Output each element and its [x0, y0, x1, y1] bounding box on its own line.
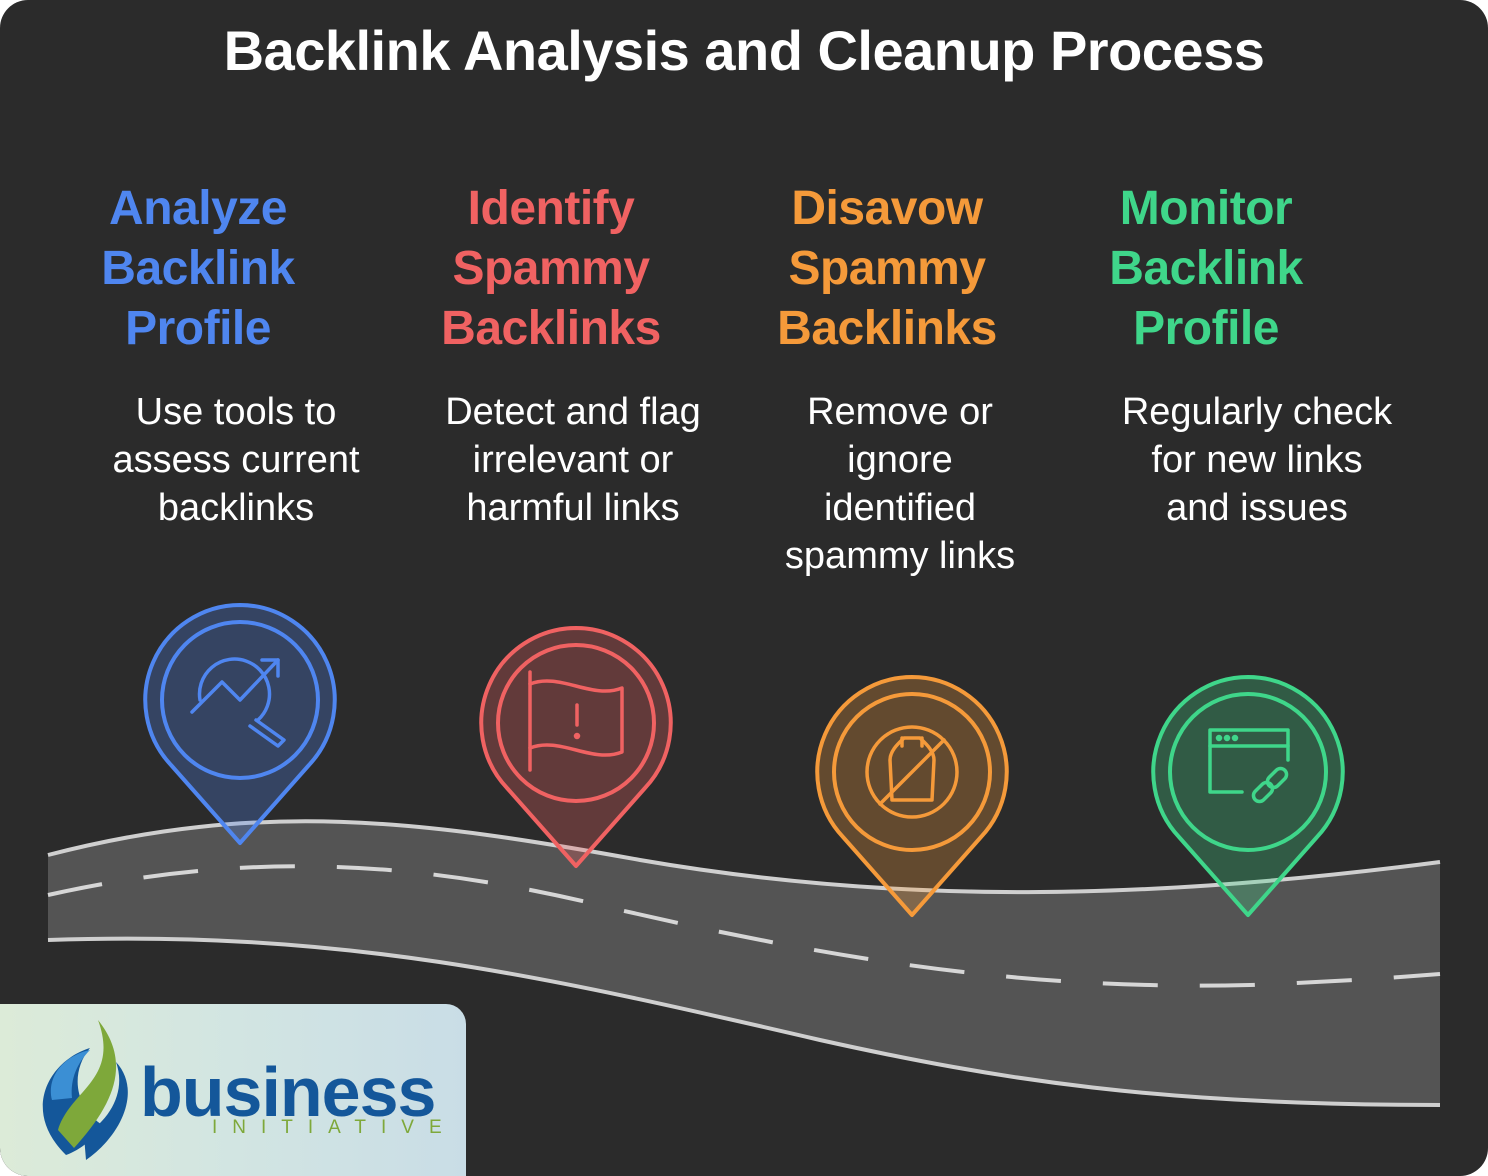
no-trash-bag-icon — [865, 725, 959, 819]
pin-disavow — [815, 675, 1009, 917]
step-title-line: Profile — [1133, 302, 1279, 355]
chart-magnifier-icon — [190, 657, 286, 748]
step-desc-line: harmful links — [466, 487, 680, 529]
logo-wordmark: business — [140, 1053, 436, 1131]
step-title-line: Analyze — [109, 182, 287, 235]
step-title-line: Profile — [125, 302, 271, 355]
step-desc-line: identified — [823, 487, 977, 529]
step-desc-line: Regularly check — [1121, 391, 1393, 433]
road — [47, 819, 1441, 1107]
step-title-disavow: Disavow Spammy Backlinks — [717, 179, 1057, 359]
step-title-analyze: Analyze Backlink Profile — [28, 179, 368, 359]
step-desc-monitor: Regularly check for new links and issues — [1107, 388, 1407, 532]
step-desc-line: backlinks — [157, 487, 315, 529]
step-desc-line: and issues — [1166, 487, 1348, 529]
road-edge-bottom — [47, 936, 1441, 1107]
step-desc-analyze: Use tools to assess current backlinks — [86, 388, 386, 532]
step-title-line: Disavow — [791, 182, 983, 235]
step-title-line: Spammy — [788, 242, 986, 295]
step-desc-identify: Detect and flag irrelevant or harmful li… — [423, 388, 723, 532]
step-title-line: Identify — [467, 182, 635, 235]
step-desc-line: Detect and flag — [445, 391, 701, 433]
step-desc-line: spammy links — [784, 535, 1016, 577]
pin-analyze — [143, 603, 337, 845]
step-desc-line: ignore — [847, 439, 953, 481]
step-title-monitor: Monitor Backlink Profile — [1036, 179, 1376, 359]
step-title-line: Backlinks — [777, 302, 997, 355]
step-title-line: Spammy — [452, 242, 650, 295]
flag-alert-icon — [528, 670, 624, 772]
step-desc-line: assess current — [112, 439, 360, 481]
step-title-line: Backlink — [101, 242, 295, 295]
road-edge-top — [47, 819, 1441, 895]
road-center-dashes — [47, 864, 1441, 988]
step-desc-line: Use tools to — [135, 391, 337, 433]
step-desc-line: Remove or — [807, 391, 993, 433]
step-desc-disavow: Remove or ignore identified spammy links — [750, 388, 1050, 580]
step-title-identify: Identify Spammy Backlinks — [381, 179, 721, 359]
step-title-line: Backlink — [1109, 242, 1303, 295]
browser-link-icon — [1208, 728, 1290, 804]
pin-identify — [479, 626, 673, 868]
step-desc-line: for new links — [1151, 439, 1363, 481]
pin-monitor — [1151, 675, 1345, 917]
step-title-line: Backlinks — [441, 302, 661, 355]
logo-subtitle: INITIATIVE — [212, 1117, 457, 1138]
step-title-line: Monitor — [1119, 182, 1293, 235]
step-desc-line: irrelevant or — [472, 439, 674, 481]
diagram-title: Backlink Analysis and Cleanup Process — [223, 19, 1265, 82]
